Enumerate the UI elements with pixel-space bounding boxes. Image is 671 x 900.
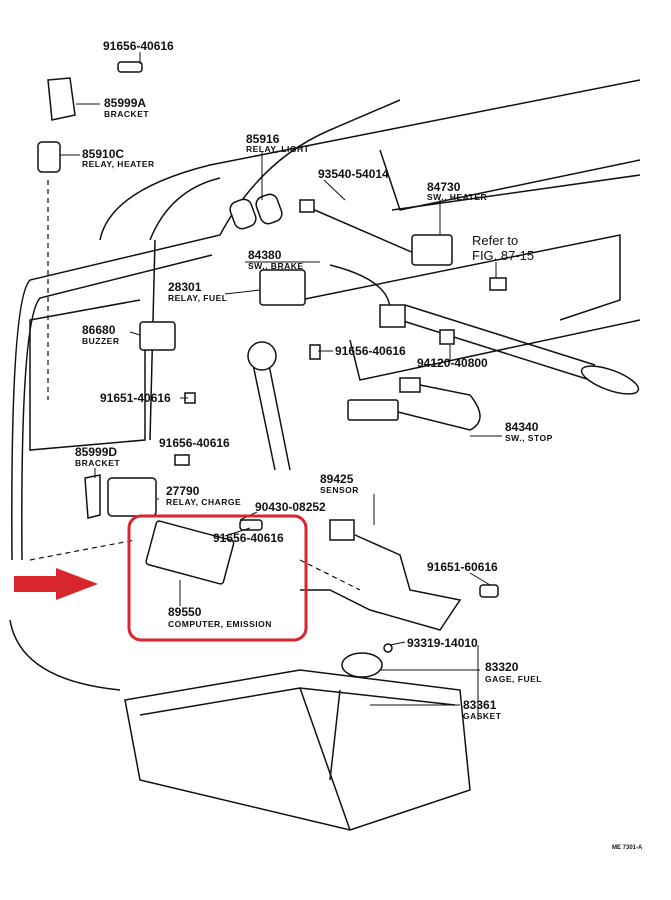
part-label: 85999A	[104, 96, 146, 110]
part-label: 91656-40616	[159, 436, 230, 450]
leader-lines	[60, 52, 502, 720]
part-desc: BRACKET	[75, 458, 120, 468]
part-label: 85910C	[82, 147, 124, 161]
part-desc: GAGE, FUEL	[485, 674, 542, 684]
part-label: 91656-40616	[335, 344, 406, 358]
figure-code: ME 7301-A	[612, 845, 643, 851]
part-desc: SW., STOP	[505, 433, 553, 443]
part-desc: RELAY, CHARGE	[166, 497, 241, 507]
part-label: 93540-54014	[318, 167, 389, 181]
parts-shapes	[37, 61, 507, 719]
part-label: 85999D	[75, 445, 117, 459]
part-label: 83361	[463, 698, 497, 712]
part-desc: GASKET	[463, 711, 502, 721]
part-label: 27790	[166, 484, 200, 498]
part-label: 93319-14010	[407, 636, 478, 650]
reference-line2: FIG. 87-15	[472, 248, 534, 263]
fuel-tank	[124, 669, 471, 831]
part-label: 84380	[248, 248, 282, 262]
part-desc: SW., HEATER	[427, 192, 487, 202]
part-desc: SW., BRAKE	[248, 261, 304, 271]
red-arrow-icon	[14, 568, 98, 600]
part-label: 83320	[485, 660, 519, 674]
part-label: 85916	[246, 132, 280, 146]
part-desc: RELAY, LIGHT	[246, 144, 310, 154]
part-label: 91656-40616	[103, 39, 174, 53]
part-label: 91651-40616	[100, 391, 171, 405]
part-label: 91651-60616	[427, 560, 498, 574]
hood-release-lever	[247, 304, 640, 471]
part-desc: BRACKET	[104, 109, 149, 119]
part-desc: SENSOR	[320, 485, 359, 495]
part-label: 90430-08252	[255, 500, 326, 514]
part-label: 91656-40616	[213, 531, 284, 545]
highlight-box	[127, 514, 308, 642]
part-label: 89425	[320, 472, 354, 486]
part-label: 84730	[427, 180, 461, 194]
part-labels: 91656-40616 85999A BRACKET 85910C RELAY,…	[75, 39, 643, 851]
part-desc: BUZZER	[82, 336, 119, 346]
part-desc: RELAY, FUEL	[168, 293, 228, 303]
part-label: 84340	[505, 420, 539, 434]
part-desc: RELAY, HEATER	[82, 159, 155, 169]
reference-line1: Refer to	[472, 233, 518, 248]
part-label: 28301	[168, 280, 202, 294]
part-label: 89550	[168, 605, 202, 619]
part-label: 86680	[82, 323, 116, 337]
part-desc: COMPUTER, EMISSION	[168, 619, 272, 629]
part-label: 94120-40800	[417, 356, 488, 370]
